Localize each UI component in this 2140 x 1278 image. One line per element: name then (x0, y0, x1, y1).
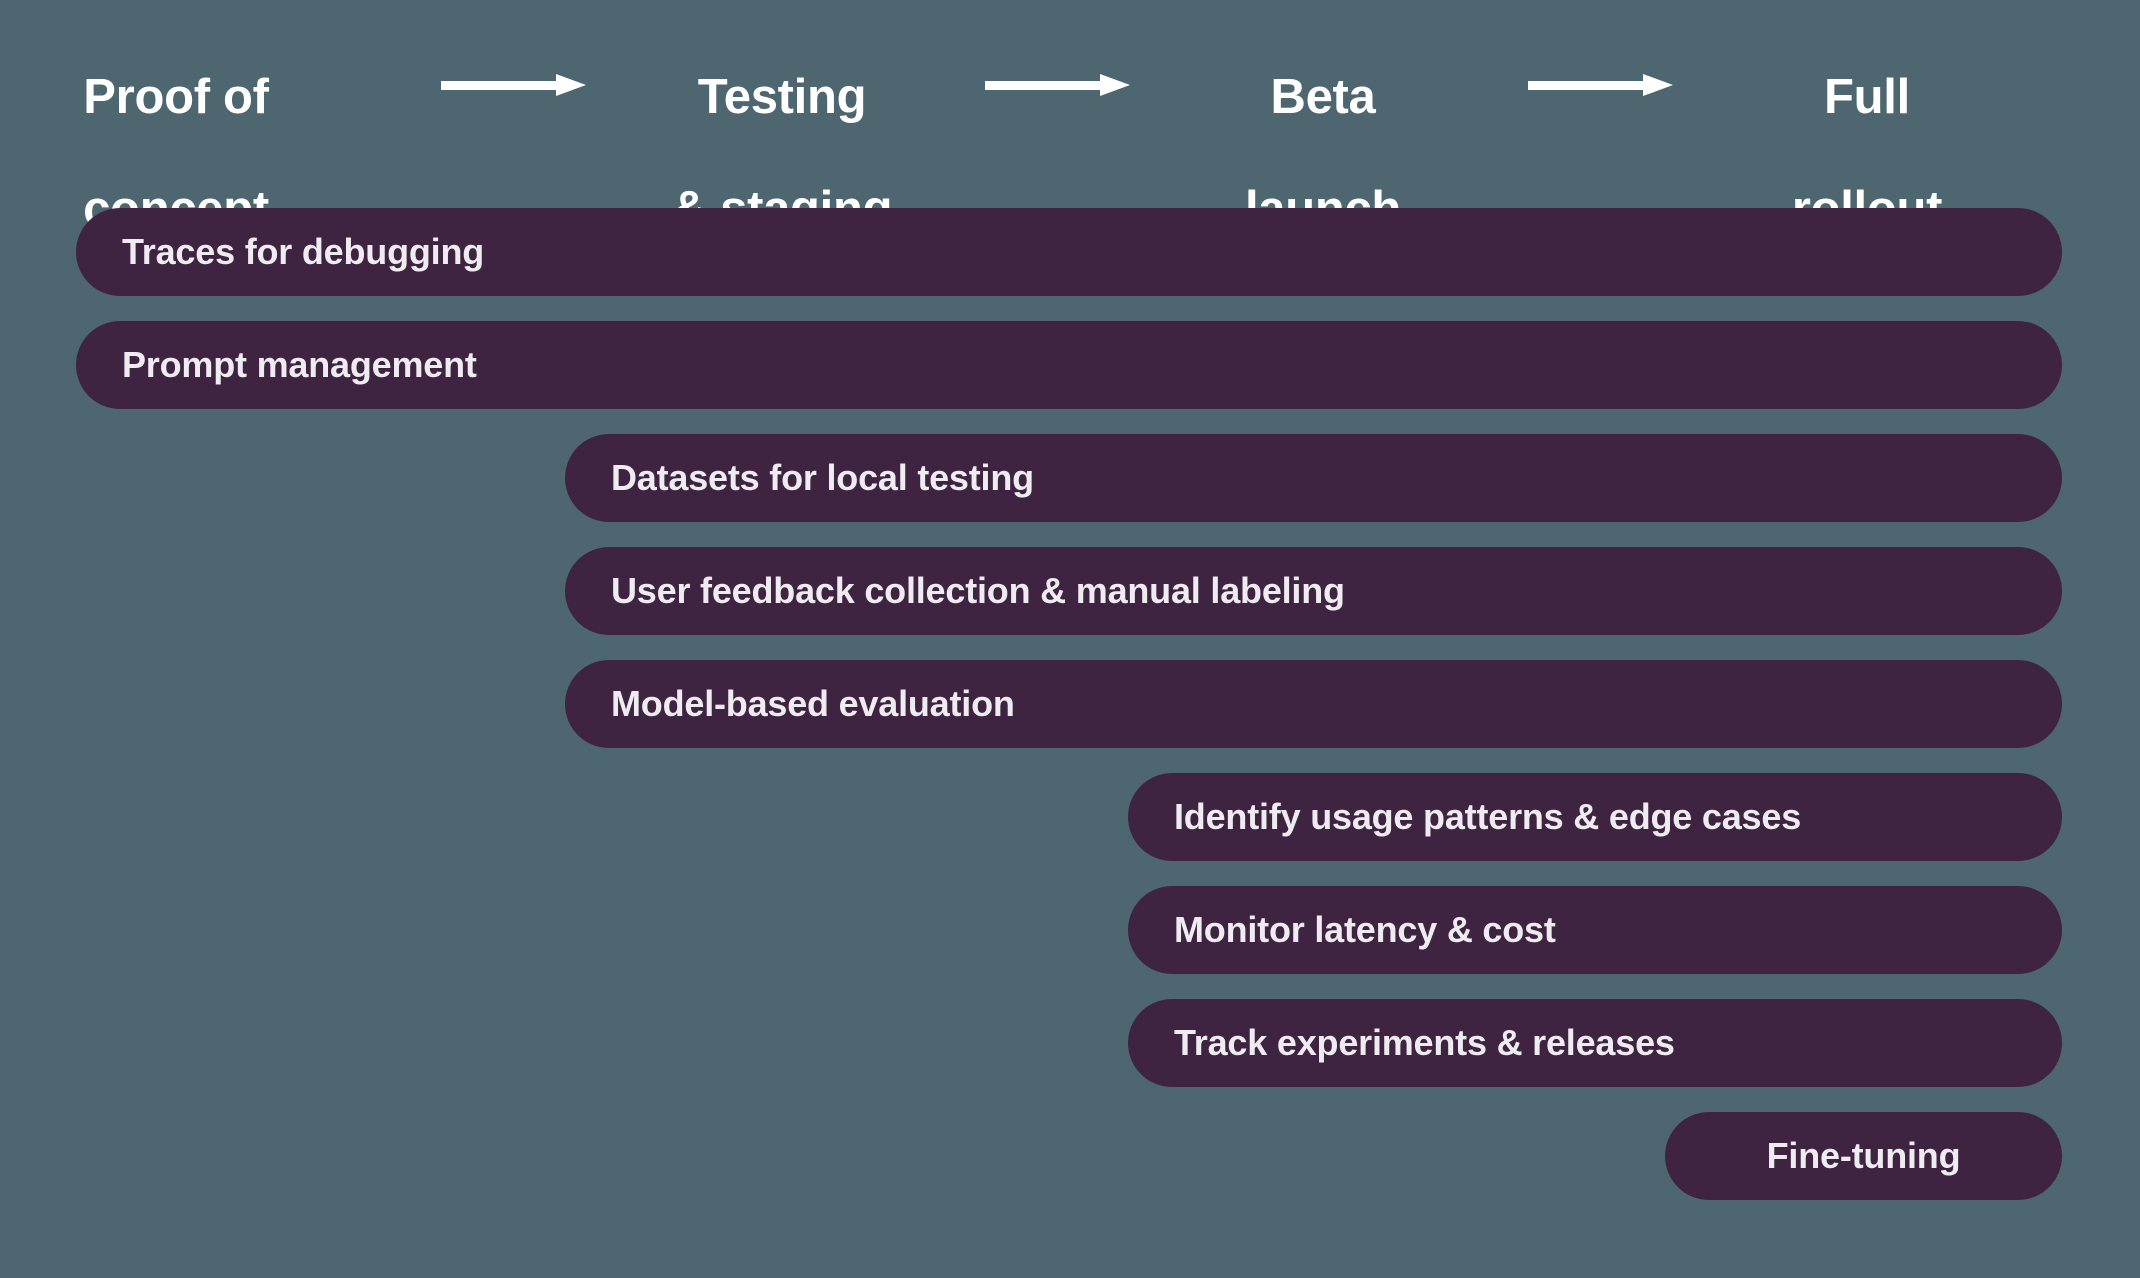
capability-bar-prompt-management[interactable]: Prompt management (76, 321, 2062, 409)
arrow-head (1643, 74, 1673, 96)
capability-label: Prompt management (122, 344, 477, 385)
capability-bar-monitor-latency-and-cost[interactable]: Monitor latency & cost (1128, 886, 2062, 974)
capability-bar-track-experiments-and-releases[interactable]: Track experiments & releases (1128, 999, 2062, 1087)
arrow-shaft (1528, 81, 1646, 90)
phase-line-1: Testing (697, 69, 867, 124)
capability-bar-model-based-evaluation[interactable]: Model-based evaluation (565, 660, 2062, 748)
capability-bar-traces-for-debugging[interactable]: Traces for debugging (76, 208, 2062, 296)
capability-bar-datasets-for-local-testing[interactable]: Datasets for local testing (565, 434, 2062, 522)
arrow-shaft (441, 81, 559, 90)
capability-label: Track experiments & releases (1174, 1022, 1675, 1063)
arrow-2-icon (985, 74, 1130, 96)
arrow-head (1100, 74, 1130, 96)
capability-label: Identify usage patterns & edge cases (1174, 796, 1802, 837)
arrow-shaft (985, 81, 1103, 90)
arrow-3-icon (1528, 74, 1673, 96)
capability-bar-user-feedback-collection-and-manual-labeling[interactable]: User feedback collection & manual labeli… (565, 547, 2062, 635)
capability-label: Datasets for local testing (611, 457, 1034, 498)
capability-label: Traces for debugging (122, 231, 485, 272)
phase-line-1: Full (1824, 69, 1910, 124)
capability-label: User feedback collection & manual labeli… (611, 570, 1345, 611)
arrow-1-icon (441, 74, 586, 96)
capability-bar-identify-usage-patterns-and-edge-cases[interactable]: Identify usage patterns & edge cases (1128, 773, 2062, 861)
arrow-head (556, 74, 586, 96)
phase-line-1: Beta (1270, 69, 1376, 124)
capability-label: Fine-tuning (1766, 1135, 1961, 1176)
capability-label: Model-based evaluation (611, 683, 1015, 724)
capability-label: Monitor latency & cost (1174, 909, 1556, 950)
phase-line-1: Proof of (83, 69, 269, 124)
capability-bar-fine-tuning[interactable]: Fine-tuning (1665, 1112, 2062, 1200)
